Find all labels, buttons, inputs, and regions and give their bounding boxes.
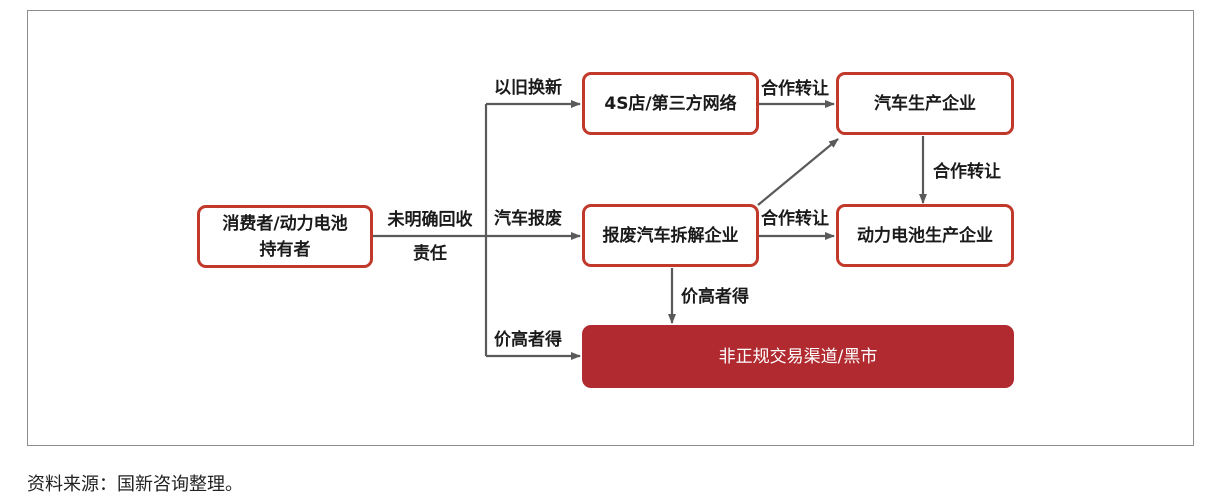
node-consumer-line1: 消费者/动力电池	[222, 213, 348, 234]
node-battery-maker: 动力电池生产企业	[836, 204, 1014, 267]
arrow-dismantler-automaker	[757, 138, 839, 206]
node-battery-maker-label: 动力电池生产企业	[857, 225, 993, 246]
edge-label-transfer-top: 合作转让	[761, 79, 829, 99]
node-automaker-label: 汽车生产企业	[874, 93, 976, 114]
edge-label-transfer-mid: 合作转让	[761, 209, 829, 229]
node-consumer: 消费者/动力电池 持有者	[197, 205, 373, 268]
node-dealer: 4S店/第三方网络	[582, 72, 759, 135]
edge-label-responsibility-line1: 未明确回收	[387, 210, 473, 230]
edge-label-responsibility: 未明确回收 责任	[376, 209, 484, 265]
edge-label-transfer-right: 合作转让	[933, 162, 1001, 182]
edge-label-highest-bidder-mid: 价高者得	[681, 287, 749, 307]
node-black-market-label: 非正规交易渠道/黑市	[718, 346, 878, 367]
node-dismantler: 报废汽车拆解企业	[582, 204, 759, 267]
node-black-market: 非正规交易渠道/黑市	[582, 325, 1014, 388]
node-automaker: 汽车生产企业	[836, 72, 1014, 135]
node-consumer-line2: 持有者	[259, 239, 311, 260]
edge-label-trade-in: 以旧换新	[494, 78, 562, 98]
edge-label-responsibility-line2: 责任	[413, 244, 447, 264]
source-note: 资料来源：国新咨询整理。	[27, 474, 243, 495]
edge-label-scrap: 汽车报废	[494, 209, 562, 229]
node-dealer-label: 4S店/第三方网络	[604, 93, 737, 114]
edge-label-highest-bidder-left: 价高者得	[494, 330, 562, 350]
node-dismantler-label: 报废汽车拆解企业	[602, 225, 739, 246]
